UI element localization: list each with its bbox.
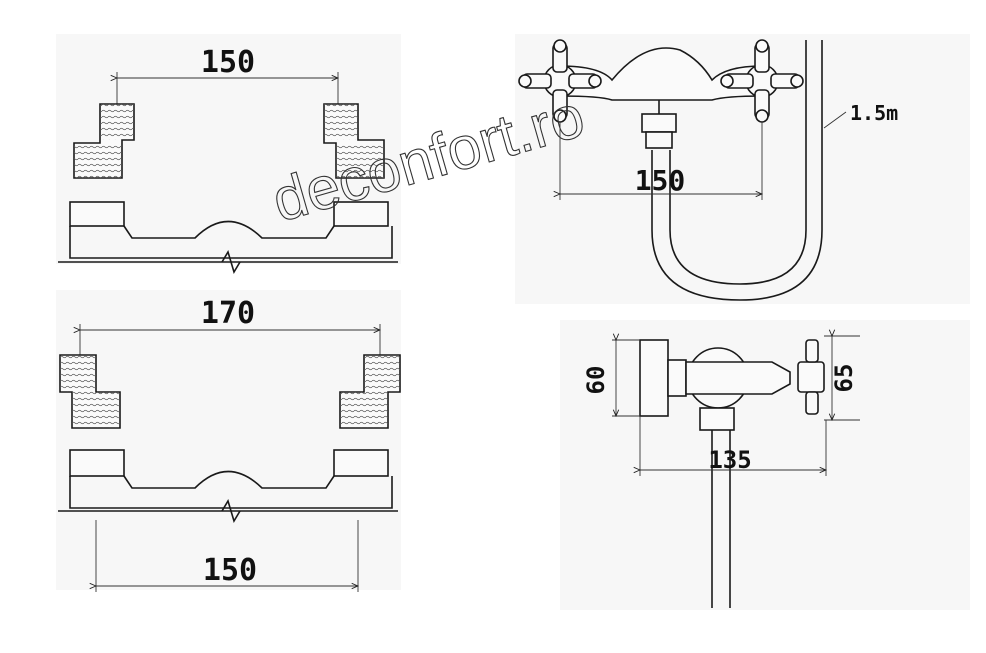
dim-label: 135 (708, 446, 751, 474)
view-top-left: 150 (58, 45, 398, 274)
dim-label: 60 (582, 366, 610, 395)
cross-handle-left-icon (518, 39, 602, 123)
dim-label: 150 (201, 45, 255, 80)
dim-label: 170 (201, 296, 255, 331)
view-bottom-right: 60 65 135 (582, 336, 860, 608)
hose-length-label: 1.5m (850, 101, 898, 125)
dim-label: 150 (635, 164, 686, 197)
panel-bottom-left (56, 290, 401, 590)
dim-label: 150 (203, 553, 257, 588)
view-top-right: 1.5m (518, 39, 898, 301)
dim-label: 65 (830, 364, 858, 393)
view-bottom-left: 170 150 (58, 296, 401, 592)
